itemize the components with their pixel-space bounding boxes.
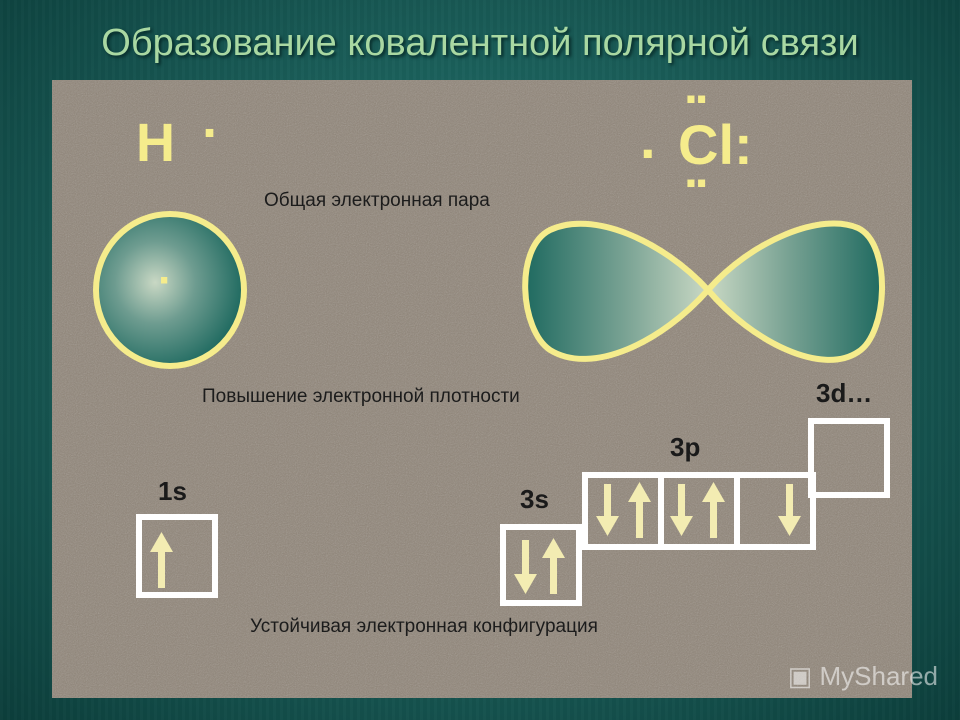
s-orbital [93,211,247,369]
arrow-up-icon [628,482,651,538]
arrow-down-icon [596,484,619,536]
cell-1s [136,514,218,598]
orbital-label-3d: 3d… [816,378,873,408]
arrow-up-icon [542,538,565,594]
orbital-shapes [93,211,885,369]
orbital-label-3p: 3p [670,432,701,462]
slide-title: Образование ковалентной полярной связи [101,22,859,64]
stable-configuration-label: Устойчивая электронная конфигурация [250,616,598,637]
chlorine-symbol: Cl: [678,113,753,176]
p-orbital-right-lobe [704,220,885,363]
orbital-label-1s: 1s [158,476,187,506]
cell-3p-3 [734,472,816,550]
diagram-stage: H · ·· . Cl: ·· Общая электронная пара [52,71,912,698]
watermark: ▣ MyShared [788,661,938,692]
arrow-up-icon [150,532,173,588]
hydrogen-symbol: H [136,113,175,173]
watermark-text: MyShared [819,661,939,691]
cell-3d [808,418,890,498]
orbital-label-3s: 3s [520,484,549,514]
shared-pair-label: Общая электронная пара [264,190,490,211]
arrow-down-icon [670,484,693,536]
cell-3s [500,524,582,606]
s-orbital-electron-dot: · [158,256,173,305]
hydrogen-electron-dot: · [202,103,220,163]
arrow-down-icon [514,540,537,594]
electron-arrows [150,482,801,594]
chlorine-left-dot: . [640,107,656,170]
presentation-icon: ▣ [787,661,813,691]
arrow-down-icon [778,484,801,536]
arrow-up-icon [702,482,725,538]
p-orbital-left-lobe [522,220,713,362]
density-label: Повышение электронной плотности [202,386,520,407]
